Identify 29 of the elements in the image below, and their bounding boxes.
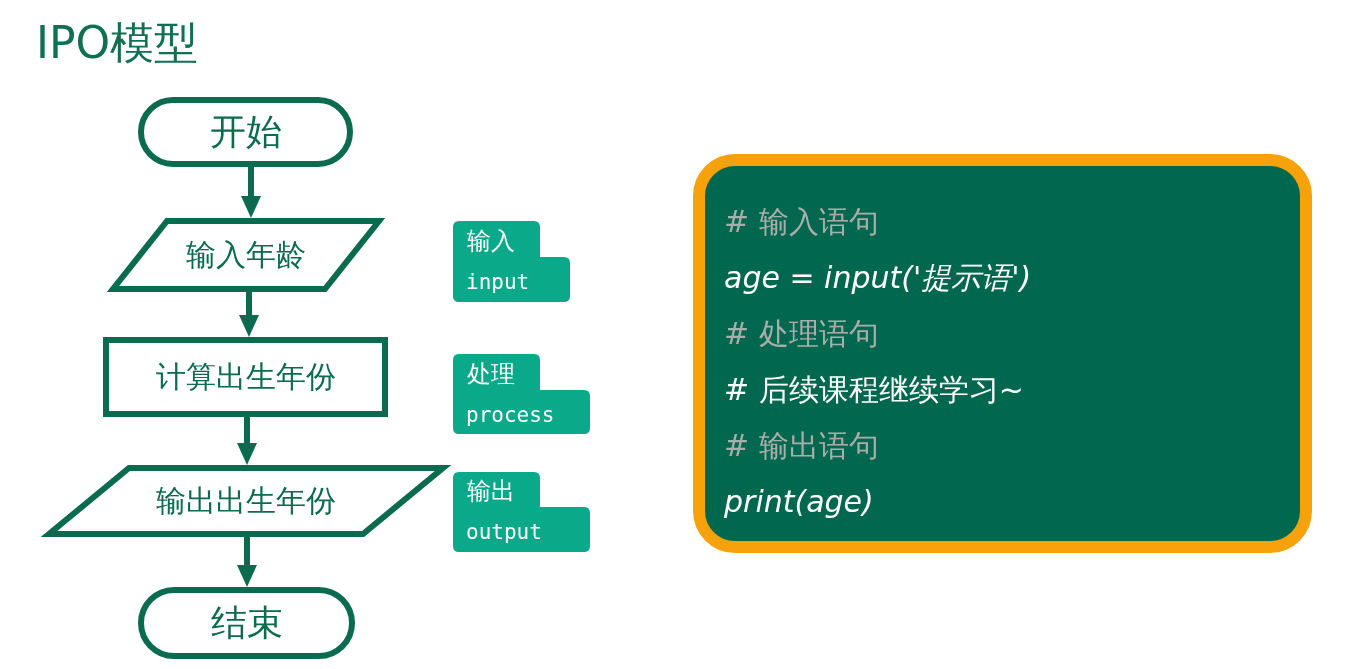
io-parallelogram [40, 465, 452, 537]
tag-code-word: input [466, 269, 530, 296]
tag-heading: 输出 [467, 476, 515, 507]
arrow [239, 292, 259, 337]
code-comment: # 输出语句 [724, 427, 879, 465]
code-line: age = input('提示语') [724, 259, 1032, 297]
arrow [237, 537, 257, 587]
node-text: 输入年龄 [186, 237, 306, 273]
process-box [103, 337, 388, 417]
code-line: print(age) [724, 483, 874, 521]
step-tag [453, 472, 590, 552]
code-comment: # 输入语句 [724, 203, 879, 241]
tag-heading: 输入 [467, 226, 515, 257]
node-text: 计算出生年份 [155, 359, 336, 395]
code-panel [693, 154, 1312, 553]
node-text: 结束 [210, 601, 283, 645]
io-parallelogram [104, 218, 388, 292]
tag-code-word: output [466, 519, 542, 546]
step-tag [453, 354, 590, 434]
step-tag [453, 221, 570, 302]
arrow [237, 417, 257, 465]
node-text: 开始 [209, 110, 282, 154]
node-text: 输出出生年份 [156, 483, 336, 519]
title: IPO模型 [36, 16, 199, 70]
code-comment: # 后续课程继续学习~ [724, 371, 1024, 409]
tag-code-word: process [466, 402, 555, 429]
code-comment: # 处理语句 [724, 315, 879, 353]
arrow [241, 167, 261, 218]
tag-heading: 处理 [467, 359, 515, 390]
